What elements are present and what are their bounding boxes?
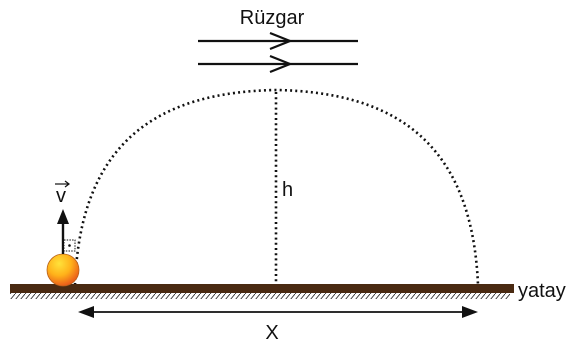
ball-icon <box>46 253 80 287</box>
range-label: X <box>265 322 278 344</box>
vector-overline <box>55 180 70 188</box>
arrow-up-icon <box>57 209 69 254</box>
trajectory-path <box>73 88 480 286</box>
ground-line <box>10 284 514 293</box>
height-label: h <box>282 179 293 201</box>
horizontal-label: yatay <box>518 280 566 302</box>
wind-label: Rüzgar <box>240 7 305 29</box>
right-angle-marker-icon <box>63 239 76 252</box>
wind-icon <box>198 31 358 74</box>
ground-hatching <box>10 292 510 299</box>
velocity-label: v <box>56 185 66 207</box>
range-arrow <box>78 306 478 318</box>
